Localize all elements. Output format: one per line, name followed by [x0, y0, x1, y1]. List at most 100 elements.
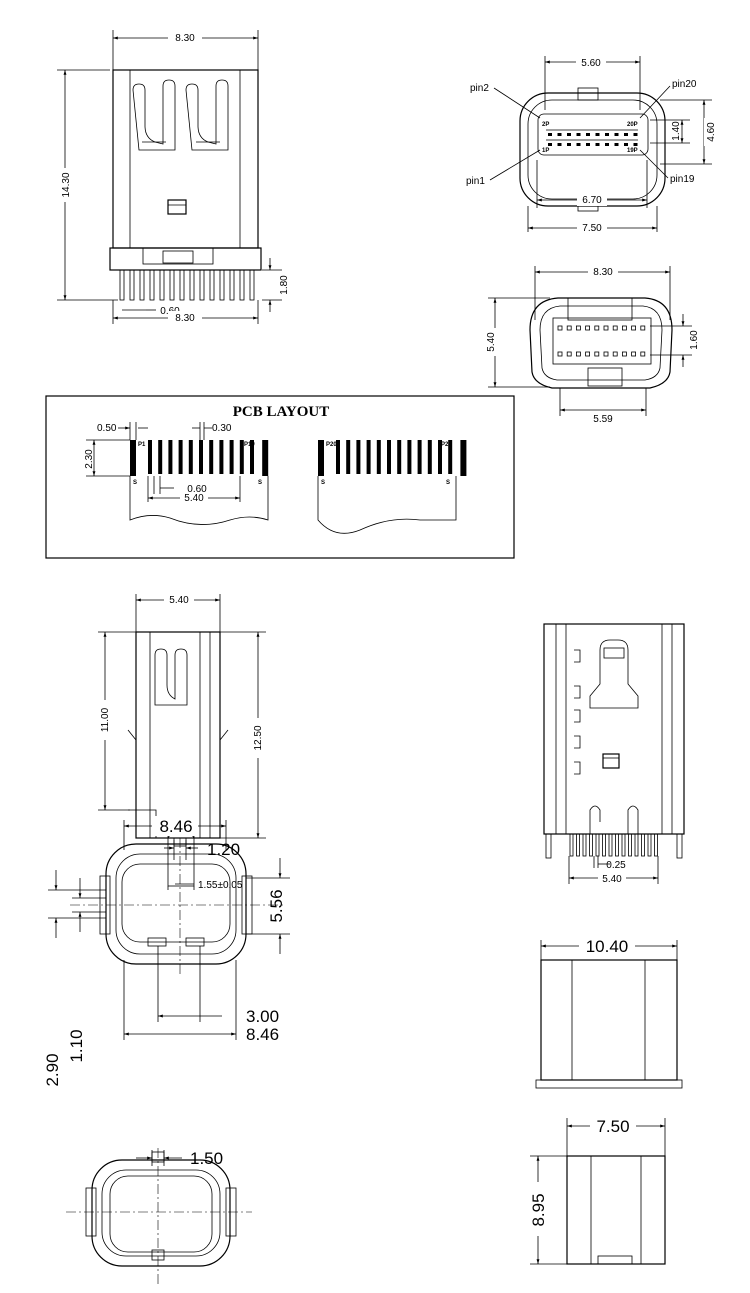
lead: [139, 269, 145, 301]
shield-label-3: S: [321, 480, 325, 486]
lead: [199, 269, 205, 301]
rear-contact-top: [557, 325, 563, 331]
back-lead: [621, 833, 626, 857]
dim-front-inner: 6.70: [582, 195, 602, 206]
dim-bottom-width: 8.30: [175, 313, 195, 324]
back-lead: [576, 833, 580, 857]
shield-pad: [460, 440, 467, 476]
shield-label-1: S: [133, 480, 137, 486]
dim-front-height: 4.60: [706, 122, 717, 142]
rear-contact-top: [640, 325, 646, 331]
dim-pcb-span: 5.40: [184, 493, 204, 504]
rear-contact-top: [594, 325, 600, 331]
top-view: 8.30 14.30 1.80 0.60: [57, 30, 290, 324]
dim-block-small-width: 7.50: [596, 1117, 629, 1136]
rear-contact-bottom: [612, 351, 618, 357]
rear-contact-top: [612, 325, 618, 331]
rear-contact-bottom: [557, 351, 563, 357]
lead: [229, 269, 235, 301]
contact-label-2p: 2P: [542, 122, 549, 128]
signal-pad: [148, 440, 152, 474]
back-lead: [628, 833, 632, 857]
pin20-label: pin20: [672, 79, 697, 90]
signal-pad: [448, 440, 453, 474]
signal-pad: [168, 440, 173, 474]
dim-back-pitch: 0.25: [606, 860, 626, 871]
dim-plug-left-a: 2.90: [43, 1053, 62, 1086]
contact-bottom: [567, 143, 571, 146]
rear-view: 8.30 5.40 1.60 5.59: [484, 265, 700, 425]
dim-pad-width: 0.50: [97, 423, 117, 434]
contact-top: [586, 133, 590, 136]
dim-plug-key: 1.20: [207, 840, 240, 859]
signal-pad: [178, 440, 183, 474]
contact-top: [624, 133, 628, 136]
signal-pad: [199, 440, 203, 474]
dim-side-total: 12.50: [253, 725, 264, 750]
contact-bottom: [633, 143, 638, 146]
signal-pad: [366, 440, 371, 474]
signal-pad: [417, 440, 422, 474]
rear-contact-bottom: [594, 351, 600, 357]
contact-top: [605, 133, 609, 136]
lead: [239, 269, 245, 301]
dim-rear-height: 5.40: [486, 332, 497, 352]
plug-view-2: 1.50: [66, 1148, 252, 1286]
pin19-label: pin19: [670, 174, 695, 185]
contact-bottom: [595, 143, 600, 146]
dim-block-width: 10.40: [586, 937, 629, 956]
contact-top: [548, 133, 552, 136]
dim-side-width: 5.40: [169, 595, 189, 606]
lead: [219, 269, 225, 301]
signal-pad: [387, 440, 391, 474]
dim-lead-length: 1.80: [279, 275, 290, 295]
signal-pad: [250, 440, 254, 474]
pad-label-p20: P20: [326, 442, 337, 448]
back-lead: [595, 833, 600, 857]
dim-block-small-height: 8.95: [529, 1193, 548, 1226]
rear-contact-bottom: [576, 351, 581, 357]
contact-bottom: [586, 143, 590, 146]
signal-pad: [356, 440, 361, 474]
contact-top: [557, 133, 562, 136]
back-lead: [634, 833, 639, 857]
signal-pad: [219, 440, 224, 474]
lead: [189, 269, 195, 301]
lead: [209, 269, 215, 301]
shield-pad: [262, 440, 269, 476]
contact-top: [633, 133, 638, 136]
back-lead: [615, 833, 619, 857]
pin1-label: pin1: [466, 176, 485, 187]
back-lead: [641, 833, 645, 857]
signal-pad: [397, 440, 402, 474]
pcb-layout: PCB LAYOUT 0.50 0.30 2.30 0.60 5.40 P1 P…: [45, 395, 515, 559]
contact-top: [614, 133, 619, 136]
dim-front-gap: 1.40: [671, 121, 682, 141]
contact-bottom: [614, 143, 619, 146]
rear-contact-bottom: [631, 351, 636, 357]
contact-bottom: [557, 143, 562, 146]
rear-contact-top: [631, 325, 636, 331]
contact-top: [576, 133, 581, 136]
lead: [249, 269, 255, 301]
plug-view: 8.46 1.20 5.56 2.90 1.10 3.00 8.46: [43, 816, 290, 1087]
dim-total-height: 14.30: [61, 172, 72, 197]
contact-label-1p: 1P: [542, 148, 549, 154]
shield-pad: [318, 440, 324, 476]
contact-top: [567, 133, 571, 136]
signal-pad: [336, 440, 340, 474]
back-lead: [602, 833, 606, 857]
back-lead: [647, 833, 652, 857]
contact-label-20p: 20P: [627, 122, 638, 128]
pad-label-p2: P2: [441, 442, 449, 448]
dim-top-width: 8.30: [175, 33, 195, 44]
signal-pad: [158, 440, 163, 474]
contact-bottom: [605, 143, 609, 146]
rear-contact-top: [603, 325, 609, 331]
front-view: 2P 20P 1P 19P pin2 pin20 pin1 pin19 5.60…: [466, 55, 718, 234]
dim-pad-length: 2.30: [84, 449, 95, 469]
block-view-large: 10.40: [535, 936, 683, 1089]
signal-pad: [407, 440, 412, 474]
contact-bottom: [576, 143, 581, 146]
side-view: 5.40 11.00 12.50 1.55±0.05: [98, 593, 266, 891]
